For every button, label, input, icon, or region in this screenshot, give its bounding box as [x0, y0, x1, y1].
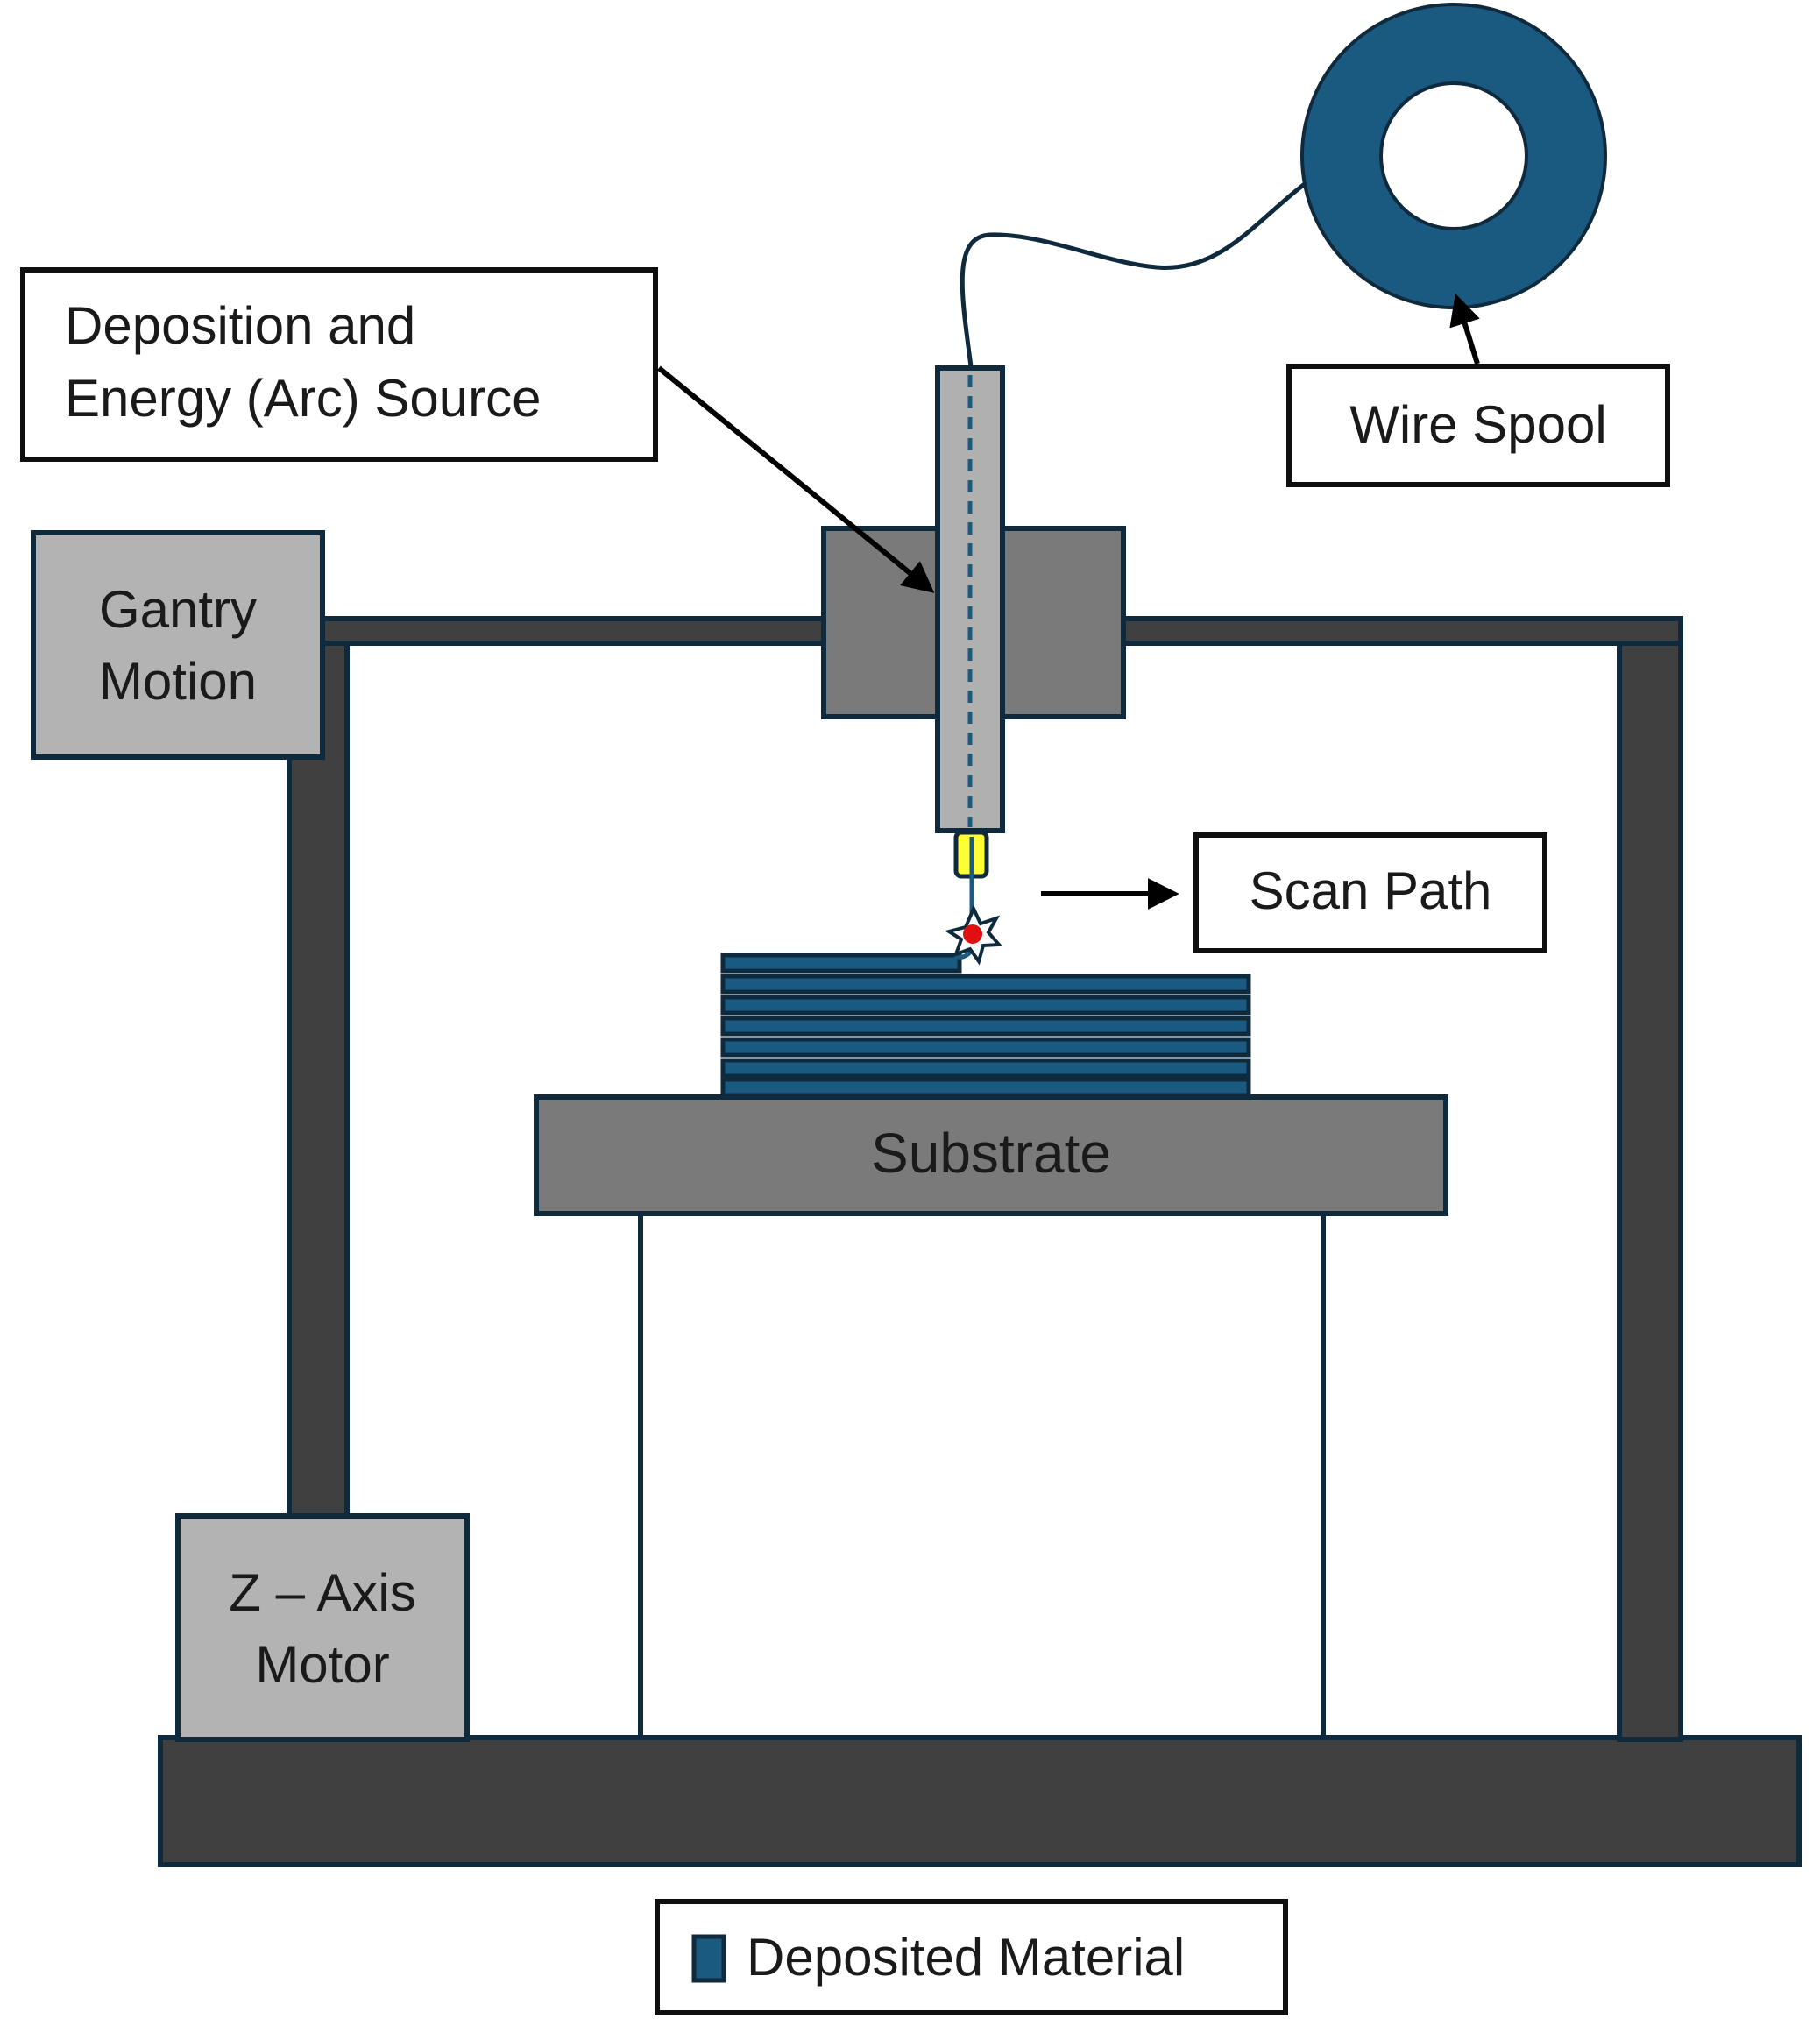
wire — [960, 168, 1325, 367]
machine-base — [158, 1735, 1802, 1867]
deposited-layers — [720, 950, 1251, 1098]
gantry-motion-label-box: Gantry Motion — [31, 530, 325, 760]
wire-spool-label-box: Wire Spool — [1286, 364, 1670, 487]
deposit-layer — [720, 953, 962, 974]
right-column — [1617, 628, 1683, 1742]
deposit-layer — [720, 1016, 1251, 1037]
legend-box — [655, 1899, 1288, 2015]
wire-spool-fill — [1304, 6, 1604, 306]
gantry-label-line2: Motion — [99, 652, 257, 711]
wire-spool-label: Wire Spool — [1349, 395, 1606, 454]
legend: Deposited Material — [655, 1899, 1288, 2015]
deposition-label-line1: Deposition and — [65, 296, 415, 355]
z-axis-motor-label-box: Z – Axis Motor — [175, 1513, 470, 1742]
substrate-label: Substrate — [871, 1122, 1111, 1185]
deposit-layer — [720, 974, 1251, 995]
deposition-arrow — [657, 365, 935, 593]
deposition-label-line2: Energy (Arc) Source — [65, 369, 542, 428]
scan-path-label-box: Scan Path — [1193, 832, 1547, 953]
deposition-source-label-box: Deposition and Energy (Arc) Source — [20, 267, 658, 462]
substrate-plate — [534, 1094, 1448, 1216]
deposit-layer — [720, 995, 1251, 1016]
wire-spool-arrow — [1449, 293, 1480, 365]
deposit-layer — [720, 1077, 1251, 1098]
arc-spark — [963, 924, 982, 944]
legend-label: Deposited Material — [747, 1928, 1185, 1987]
scan-path-label: Scan Path — [1250, 861, 1492, 920]
deposit-layer — [720, 1058, 1251, 1079]
z-axis-label-line2: Motor — [255, 1635, 389, 1694]
z-axis-label-line1: Z – Axis — [229, 1563, 415, 1622]
legend-swatch — [691, 1934, 726, 1983]
gantry-label-line1: Gantry — [99, 580, 257, 639]
deposit-layer — [720, 1037, 1251, 1058]
